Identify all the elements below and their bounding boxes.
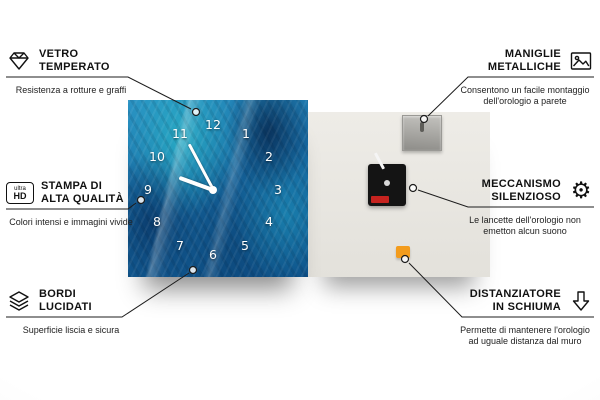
battery (371, 196, 389, 203)
callout-title-line: LUCIDATI (39, 301, 92, 313)
callout-title-line: MECCANISMO (481, 178, 561, 190)
callout-title-line: METALLICHE (487, 61, 561, 73)
glass-reflection (128, 100, 308, 277)
callout-title: DISTANZIATORE IN SCHIUMA (470, 288, 561, 314)
clock-number-12: 12 (205, 117, 221, 132)
callout-title: MANIGLIE METALLICHE (488, 48, 561, 74)
clock-number-6: 6 (209, 247, 217, 262)
callout-title: STAMPA DI ALTA QUALITÀ (41, 180, 124, 206)
callout-desc: Resistenza a rotture e graffi (15, 85, 127, 95)
callout-desc: Colori intensi e immagini vivide (9, 217, 133, 227)
callout-title-line: ALTA QUALITÀ (41, 193, 124, 205)
callout-title-line: BORDI (39, 288, 76, 300)
foam-spacer (396, 246, 410, 258)
down-arrow-icon (568, 288, 594, 314)
gear-icon: ⚙ (568, 178, 594, 204)
callout-stampa-alta-qualita: ultra HD STAMPA DI ALTA QUALITÀ Colori i… (6, 178, 136, 228)
callout-title: MECCANISMO SILENZIOSO (482, 178, 561, 204)
spare-hand (373, 152, 386, 170)
diamond-icon (6, 48, 32, 74)
clock-front-panel: 12 1 2 3 4 5 6 7 8 9 10 11 (128, 100, 308, 277)
callout-title-line: SILENZIOSO (491, 191, 561, 203)
clock-number-11: 11 (172, 126, 188, 141)
callout-desc: Le lancette dell'orologio non emetton al… (469, 215, 581, 236)
callout-desc: Permette di mantenere l'orologio ad ugua… (460, 325, 590, 346)
picture-frame-icon (568, 48, 594, 74)
ultra-hd-label-top: ultra (14, 185, 26, 192)
callout-title: BORDI LUCIDATI (39, 288, 92, 314)
callout-title-line: DISTANZIATORE (469, 288, 561, 300)
clock-number-1: 1 (242, 126, 250, 141)
hanger-slot (420, 122, 424, 132)
callout-desc: Superficie liscia e sicura (22, 325, 120, 335)
ultra-hd-label-bottom: HD (13, 190, 27, 201)
callout-distanziatore-schiuma: DISTANZIATORE IN SCHIUMA Permette di man… (456, 286, 594, 347)
layers-icon (6, 288, 32, 314)
callout-title-line: IN SCHIUMA (492, 301, 561, 313)
callout-title-line: STAMPA DI (41, 180, 103, 192)
callout-bordi-lucidati: BORDI LUCIDATI Superficie liscia e sicur… (6, 286, 136, 336)
callout-title-line: TEMPERATO (39, 61, 110, 73)
clock-center-cap (209, 186, 217, 194)
clock-number-5: 5 (241, 238, 249, 253)
callout-title-line: VETRO (39, 48, 79, 60)
clock-number-4: 4 (265, 214, 273, 229)
clock-number-8: 8 (153, 214, 161, 229)
callout-meccanismo-silenzioso: MECCANISMO SILENZIOSO ⚙ Le lancette dell… (456, 176, 594, 237)
print-texture (128, 100, 308, 277)
callout-maniglie-metalliche: MANIGLIE METALLICHE Consentono un facile… (456, 46, 594, 107)
metal-hanger-plate (402, 115, 442, 151)
callout-vetro-temperato: VETRO TEMPERATO Resistenza a rotture e g… (6, 46, 136, 96)
callout-desc: Consentono un facile montaggio dell'orol… (460, 85, 590, 106)
clock-number-9: 9 (144, 182, 152, 197)
mechanism-hub (384, 180, 390, 186)
gear-glyph: ⚙ (570, 178, 592, 204)
clock-mechanism (368, 152, 406, 206)
clock-number-2: 2 (265, 149, 273, 164)
ultra-hd-icon: ultra HD (6, 182, 34, 204)
clock-number-3: 3 (274, 182, 282, 197)
clock-number-10: 10 (149, 149, 165, 164)
clock-number-7: 7 (176, 238, 184, 253)
callout-title-line: MANIGLIE (504, 48, 561, 60)
callout-title: VETRO TEMPERATO (39, 48, 110, 74)
